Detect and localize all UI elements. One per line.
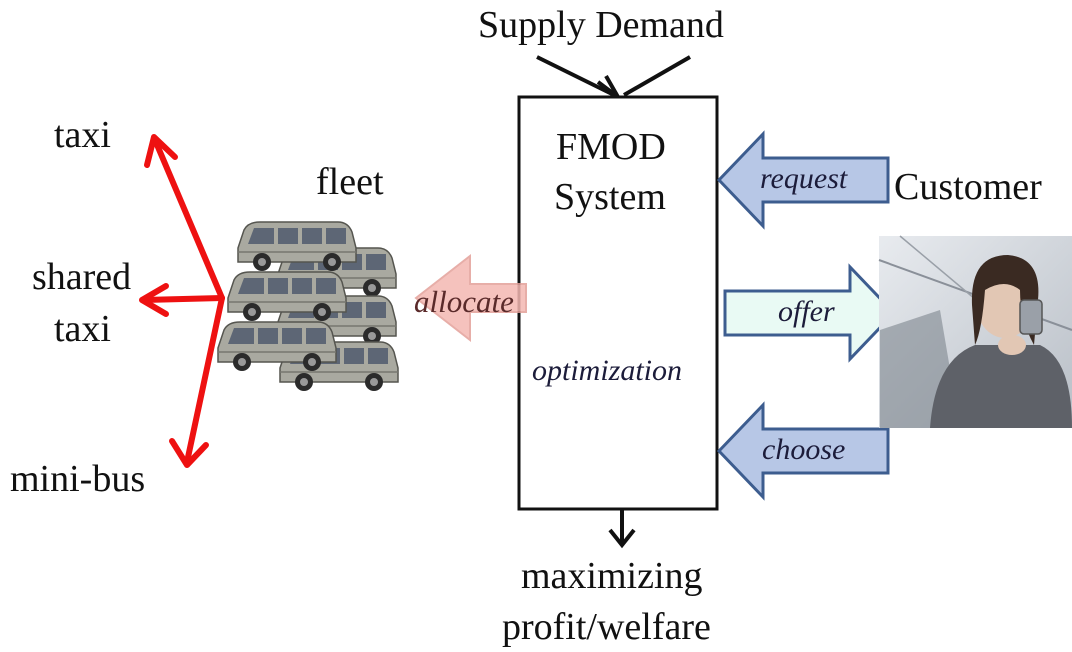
optimization-label: optimization xyxy=(532,354,683,387)
mode-minibus-label: mini-bus xyxy=(10,458,146,500)
request-label: request xyxy=(760,162,848,195)
choose-arrow xyxy=(716,401,890,501)
output-arrow xyxy=(608,509,636,549)
vehicle-mode-arrows xyxy=(139,134,225,468)
system-title-line1: FMOD xyxy=(556,126,666,168)
choose-label: choose xyxy=(762,433,846,466)
system-title-line2: System xyxy=(554,176,666,218)
supply-demand-label: Supply Demand xyxy=(478,4,724,46)
supply-demand-arrows xyxy=(536,55,691,99)
fleet-label: fleet xyxy=(316,161,384,203)
customer-label: Customer xyxy=(894,166,1042,208)
mode-taxi-label: taxi xyxy=(54,114,111,156)
offer-arrow xyxy=(723,263,897,363)
output-line2: profit/welfare xyxy=(502,606,711,648)
allocate-arrow xyxy=(414,253,527,343)
allocate-label: allocate xyxy=(414,284,514,319)
output-line1: maximizing xyxy=(521,555,703,597)
request-arrow xyxy=(716,130,890,230)
mode-shared-taxi-label: taxi xyxy=(54,308,111,350)
mode-shared-label: shared xyxy=(32,256,132,298)
fleet-image xyxy=(217,221,399,392)
offer-label: offer xyxy=(778,295,835,328)
fmod-system-box xyxy=(517,95,719,511)
customer-photo xyxy=(878,235,1072,428)
